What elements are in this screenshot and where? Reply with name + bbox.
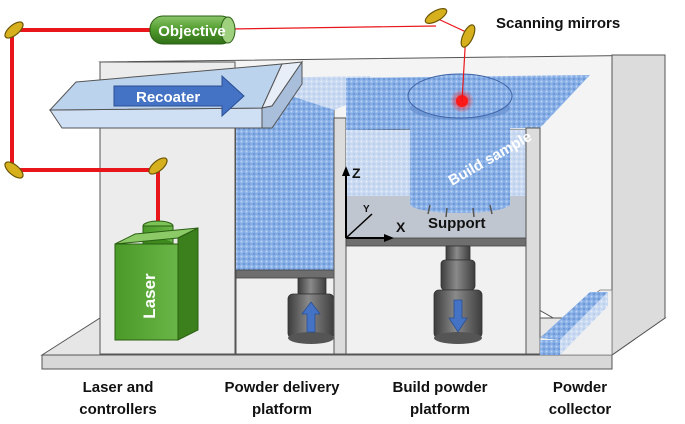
powder-collector-bin (539, 289, 613, 356)
mirror-icon (4, 21, 24, 39)
z-axis-label: Z (352, 165, 361, 181)
caption-build-powder-2: platform (410, 401, 470, 418)
mirror-icon (4, 161, 24, 179)
caption-powder-delivery-2: platform (252, 401, 312, 418)
laser-unit (114, 220, 199, 341)
objective-label: Objective (158, 23, 226, 40)
caption-build-powder-1: Build powder (393, 379, 488, 396)
up-arrow-icon (301, 301, 321, 333)
scanning-mirrors-label: Scanning mirrors (496, 15, 620, 32)
collector-wall (525, 127, 541, 355)
caption-powder-collector-2: collector (549, 401, 612, 418)
down-arrow-icon (448, 299, 468, 333)
caption-powder-collector-1: Powder (553, 379, 607, 396)
caption-laser-controllers-1: Laser and (83, 379, 154, 396)
recoater-label: Recoater (136, 89, 200, 106)
recoater (48, 60, 304, 129)
caption-powder-delivery-1: Powder delivery (224, 379, 340, 396)
coordinate-axes (342, 166, 394, 242)
laser-label: Laser (140, 273, 159, 319)
y-axis-label: Y (363, 204, 370, 215)
mirror-icon (148, 157, 168, 175)
scanning-mirror-icon (424, 8, 476, 48)
divider-wall (333, 117, 347, 355)
recoater-arrow-icon (113, 74, 245, 118)
objective-lens (149, 15, 236, 45)
support-label: Support (428, 215, 486, 232)
caption-laser-controllers-2: controllers (79, 401, 157, 418)
x-axis-label: X (396, 219, 406, 235)
laser-beam-fine (229, 25, 437, 30)
